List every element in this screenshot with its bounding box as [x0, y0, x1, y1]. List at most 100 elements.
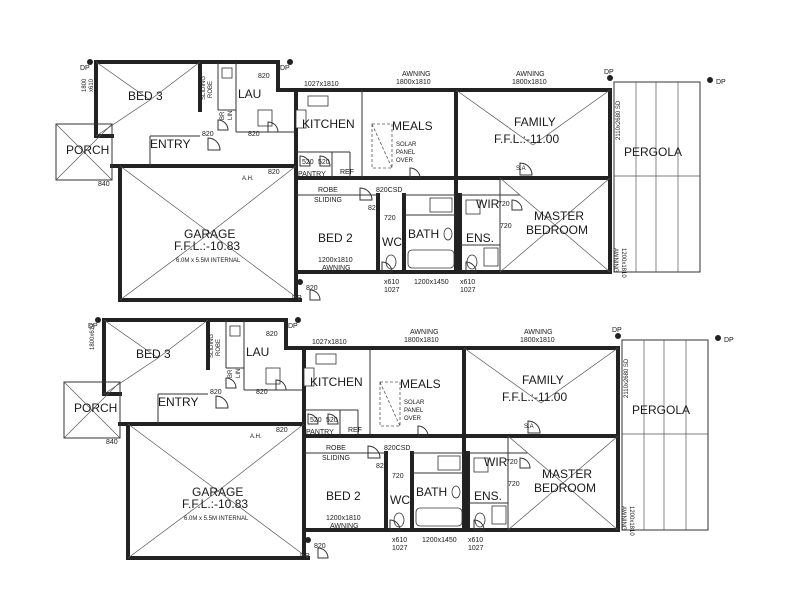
roof-hip-line	[554, 177, 611, 226]
label-master_window: 1200x1810	[620, 248, 626, 278]
ensuite-shower	[483, 247, 499, 267]
door-swing	[519, 162, 533, 176]
roof-hip-line	[157, 319, 209, 359]
label-d1027_b: 1027	[460, 287, 476, 294]
roof-hip-line	[209, 165, 297, 234]
downpipe-marker	[615, 333, 621, 339]
label-master2: BEDROOM	[534, 481, 596, 495]
label-side_1800: 1800x610	[90, 323, 96, 350]
label-dp5: DP	[300, 553, 310, 560]
downpipe-marker	[95, 317, 101, 323]
door-swing	[299, 155, 311, 167]
label-ref: REF	[348, 427, 362, 434]
roof-hip-line	[95, 99, 151, 137]
label-x610_b: x610	[468, 537, 483, 544]
label-bath: BATH	[408, 227, 439, 241]
label-awning2_size: 1800x1810	[512, 79, 547, 86]
label-sliding: SLIDING	[322, 455, 350, 462]
label-ah: A.H.	[250, 434, 262, 440]
label-side_1800: 1800	[82, 78, 88, 92]
roof-hip-line	[119, 232, 211, 301]
label-pergola: PERGOLA	[632, 403, 690, 417]
door-swing	[309, 289, 321, 301]
label-side_x610: x610	[89, 78, 95, 92]
label-solar2: PANEL	[396, 150, 416, 156]
door-swing	[225, 377, 237, 389]
label-d820_e: 820	[368, 205, 380, 212]
label-dp2: DP	[288, 323, 298, 330]
label-d520_a: 520	[310, 417, 322, 424]
toilet	[393, 512, 405, 528]
label-ens: ENS.	[466, 231, 494, 245]
door-swing	[389, 519, 401, 531]
door-swing	[417, 425, 429, 437]
downpipe-marker	[607, 75, 613, 81]
door-swing	[473, 519, 485, 531]
label-d720_b: 720	[498, 201, 510, 208]
label-d840: 840	[98, 181, 110, 188]
label-family_side: 2110x2680 SD	[616, 100, 622, 140]
label-d820_d: 820	[276, 427, 288, 434]
basin	[443, 227, 453, 241]
downpipe-marker	[87, 59, 93, 65]
label-dp4: DP	[724, 337, 734, 344]
label-d820_b: 820	[210, 389, 222, 396]
door-swing	[527, 420, 541, 434]
label-d820_b: 820	[202, 131, 214, 138]
label-master_window: 1200x1810	[628, 506, 634, 536]
roof-hip-line	[532, 89, 611, 146]
label-solar1: SOLAR	[396, 142, 417, 148]
label-garage: GARAGE	[192, 485, 243, 499]
label-dp3: DP	[612, 327, 622, 334]
label-solar2: PANEL	[404, 408, 424, 414]
pergola-outline	[613, 81, 701, 273]
label-d720_c: 720	[500, 223, 512, 230]
label-dp1: DP	[88, 323, 98, 330]
roof-hip-line	[149, 61, 201, 101]
label-d520_a: 520	[302, 159, 314, 166]
label-csd: 820CSD	[384, 445, 410, 452]
door-swing	[275, 379, 287, 391]
label-bed2_awning: AWNING	[330, 523, 359, 530]
label-d1027_a: 1027	[392, 545, 408, 552]
label-kitchen: KITCHEN	[302, 117, 355, 131]
label-robe_v: ROBE	[208, 81, 214, 98]
label-solar3: OVER	[404, 416, 422, 422]
door-swing	[215, 395, 229, 409]
label-dp1: DP	[80, 65, 90, 72]
label-lin: LIN	[236, 369, 242, 378]
toilet	[385, 254, 397, 270]
label-garage: GARAGE	[184, 227, 235, 241]
label-d820_c: 820	[248, 131, 260, 138]
label-d820_d: 820	[268, 169, 280, 176]
label-bed3: BED 3	[136, 347, 171, 361]
label-bath_window: 1200x1450	[414, 279, 449, 286]
roof-hip-line	[217, 423, 305, 492]
bathtub	[415, 507, 463, 527]
label-dp5: DP	[292, 295, 302, 302]
label-wc: WC	[390, 493, 410, 507]
label-bed3: BED 3	[128, 89, 163, 103]
label-d820_f: 820	[314, 543, 326, 550]
label-x610_a: x610	[384, 279, 399, 286]
label-dp4: DP	[716, 79, 726, 86]
downpipe-marker	[715, 335, 721, 341]
label-lau: LAU	[238, 87, 261, 101]
door-swing	[267, 121, 279, 133]
roof-hip-line	[540, 347, 619, 404]
door-swing	[319, 155, 331, 167]
pergola-outline	[621, 339, 709, 531]
label-master1: MASTER	[534, 209, 584, 223]
ensuite-shower	[491, 505, 507, 525]
label-w1027: 1027x1810	[304, 81, 339, 88]
label-family_ffl: F.F.L.:-11.00	[494, 132, 559, 146]
downpipe-marker	[305, 537, 311, 543]
washing-machine	[257, 109, 273, 127]
label-wc: WC	[382, 235, 402, 249]
label-awning1_size: 1800x1810	[404, 337, 439, 344]
label-pergola: PERGOLA	[624, 145, 682, 159]
label-d820_a: 820	[266, 331, 278, 338]
door-swing	[327, 413, 339, 425]
